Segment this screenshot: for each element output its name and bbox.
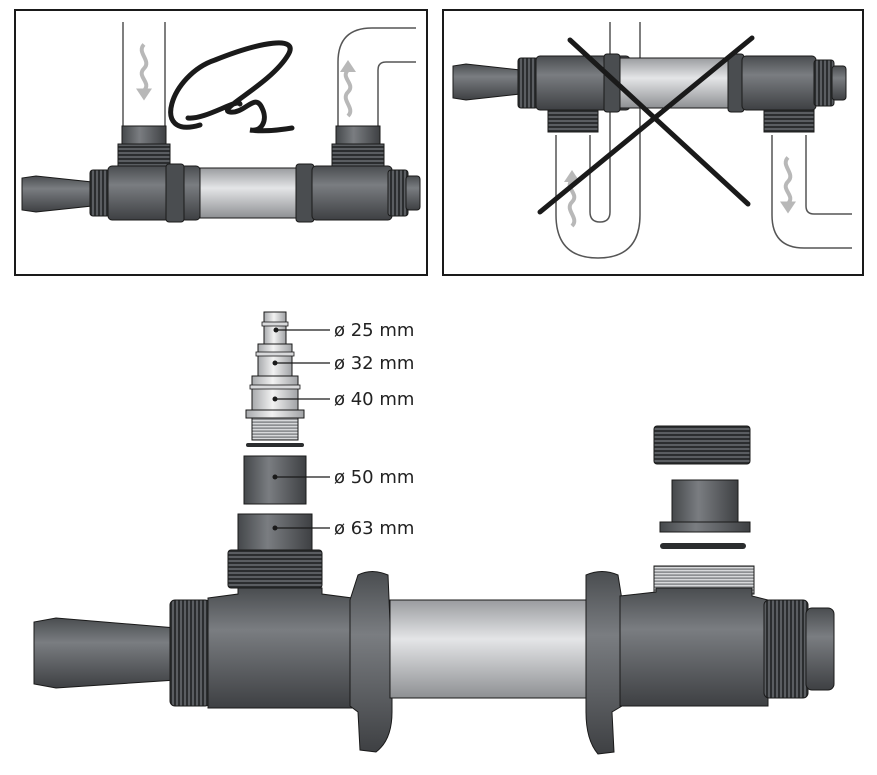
clarifier-main-body: [33, 571, 835, 755]
dimension-label-25mm: ø 25 mm: [334, 320, 414, 341]
dimension-label-40mm: ø 40 mm: [334, 389, 414, 410]
cross-mark-icon: [537, 35, 755, 215]
clarifier-unit-inverted: [452, 53, 847, 133]
panel-incorrect-installation: [442, 9, 864, 276]
squiggle-mark-icon: [168, 40, 295, 134]
inlet-pipe: [122, 22, 166, 128]
stepped-hose-tail: [245, 311, 305, 447]
u-bend-pipes: [555, 22, 852, 259]
exploded-view: ø 25 mm ø 32 mm ø 40 mm ø 50 mm ø 63 mm: [33, 311, 835, 755]
union-nut-inlet: [227, 549, 323, 589]
outlet-spigot: [659, 479, 751, 533]
dimension-label-32mm: ø 32 mm: [334, 353, 414, 374]
dimension-leaders: [272, 327, 330, 531]
dimension-label-50mm: ø 50 mm: [334, 467, 414, 488]
panel-correct-installation: [14, 9, 428, 276]
dimension-label-63mm: ø 63 mm: [334, 518, 414, 539]
outlet-pipe: [337, 27, 416, 128]
o-ring: [660, 543, 746, 549]
union-nut-outlet: [653, 425, 751, 465]
reducer-50mm: [243, 455, 307, 505]
spigot-63mm: [237, 513, 313, 553]
clarifier-unit-small: [21, 125, 421, 223]
